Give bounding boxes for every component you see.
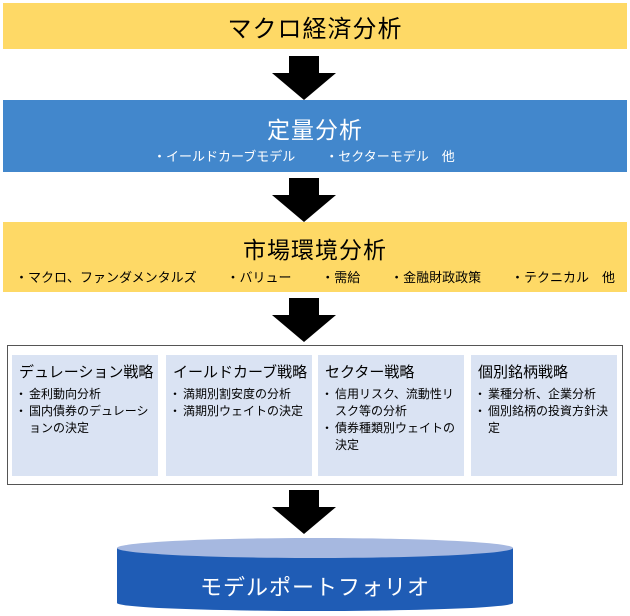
quantitative-analysis-title: 定量分析 [267, 118, 363, 144]
yield-curve-strategy-panel: イールドカーブ戦略 満期別割安度の分析 満期別ウェイトの決定 [166, 355, 312, 476]
market-environment-title: 市場環境分析 [243, 238, 387, 264]
market-item-technical: ・テクニカル 他 [510, 271, 615, 286]
market-item-supply-demand: ・需給 [321, 271, 361, 286]
individual-issue-strategy-panel: 個別銘柄戦略 業種分析、企業分析 個別銘柄の投資方針決定 [471, 355, 617, 476]
sector-strategy-item: 債券種類別ウェイトの決定 [321, 420, 459, 454]
sector-strategy-panel: セクター戦略 信用リスク、流動性リスク等の分析 債券種類別ウェイトの決定 [318, 355, 464, 476]
quant-item-sector-model: ・セクターモデル 他 [325, 150, 455, 165]
duration-strategy-item: 国内債券のデュレーションの決定 [15, 403, 153, 437]
yield-curve-strategy-item: 満期別ウェイトの決定 [169, 403, 307, 420]
duration-strategy-title: デュレーション戦略 [19, 363, 154, 381]
duration-strategy-item: 金利動向分析 [15, 386, 153, 403]
yield-curve-strategy-title: イールドカーブ戦略 [173, 363, 308, 381]
market-item-monetary-fiscal-policy: ・金融財政政策 [390, 271, 482, 286]
cylinder-shape [117, 538, 513, 611]
market-item-macro-fundamentals: ・マクロ、ファンダメンタルズ [15, 271, 197, 286]
duration-strategy-panel: デュレーション戦略 金利動向分析 国内債券のデュレーションの決定 [12, 355, 158, 476]
quant-item-yield-curve-model: ・イールドカーブモデル [153, 150, 296, 165]
model-portfolio-label: モデルポートフォリオ [199, 576, 430, 601]
down-arrow-icon [272, 298, 336, 342]
strategy-group-box: デュレーション戦略 金利動向分析 国内債券のデュレーションの決定 イールドカーブ… [7, 345, 623, 485]
market-item-value: ・バリュー [226, 271, 292, 286]
market-environment-box: 市場環境分析 ・マクロ、ファンダメンタルズ ・バリュー ・需給 ・金融財政政策 … [3, 222, 627, 292]
individual-issue-strategy-item: 個別銘柄の投資方針決定 [474, 403, 612, 437]
individual-issue-strategy-item: 業種分析、企業分析 [474, 386, 612, 403]
quantitative-analysis-box: 定量分析 ・イールドカーブモデル ・セクターモデル 他 [3, 100, 627, 172]
individual-issue-strategy-title: 個別銘柄戦略 [478, 363, 569, 381]
sector-strategy-item: 信用リスク、流動性リスク等の分析 [321, 386, 459, 420]
macro-analysis-box: マクロ経済分析 [3, 3, 627, 49]
model-portfolio-cylinder: モデルポートフォリオ [117, 537, 513, 611]
down-arrow-icon [272, 178, 336, 222]
sector-strategy-title: セクター戦略 [325, 363, 415, 381]
down-arrow-icon [272, 56, 336, 100]
down-arrow-icon [272, 490, 336, 534]
macro-analysis-title: マクロ経済分析 [227, 14, 403, 43]
yield-curve-strategy-item: 満期別割安度の分析 [169, 386, 307, 403]
